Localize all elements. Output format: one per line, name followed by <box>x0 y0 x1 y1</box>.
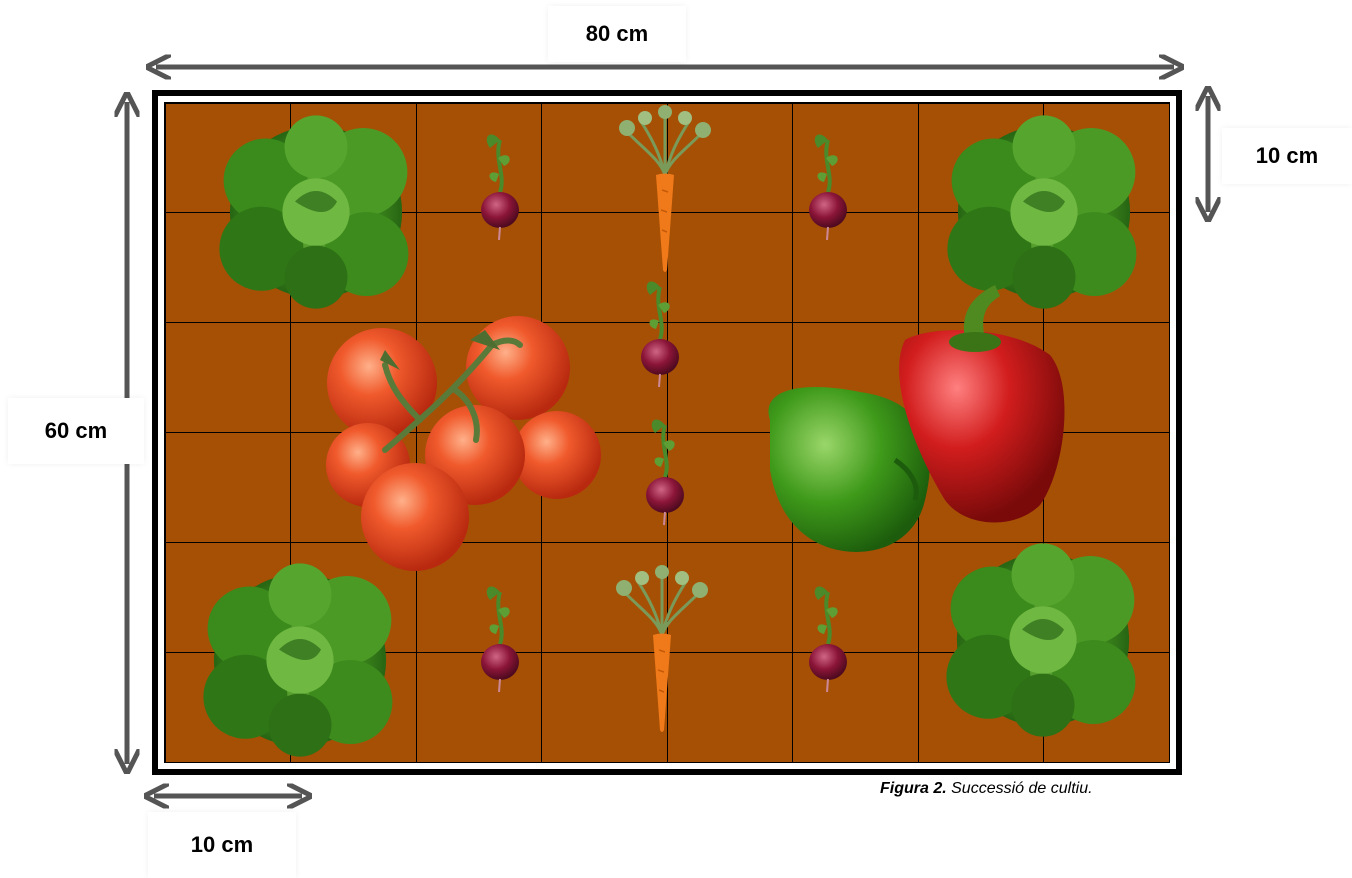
lettuce-bottom-left-icon <box>203 563 392 756</box>
radish-top-2-icon <box>809 135 847 240</box>
carrot-top-icon <box>619 105 711 272</box>
radish-middle-1-icon <box>641 282 679 387</box>
lettuce-bottom-right-icon <box>946 543 1135 736</box>
caption-prefix: Figura 2. <box>880 780 947 797</box>
caption-text: Successió de cultiu. <box>947 780 1093 797</box>
carrot-bottom-icon <box>616 565 708 732</box>
cell-height-dimension-label: 10 cm <box>1222 128 1352 184</box>
lettuce-top-left-icon <box>219 115 408 308</box>
radish-bottom-2-icon <box>809 587 847 692</box>
radish-bottom-1-icon <box>481 587 519 692</box>
width-dimension-label: 80 cm <box>548 6 686 62</box>
height-dimension-label: 60 cm <box>8 398 144 464</box>
radish-middle-2-icon <box>646 420 684 525</box>
pepper-pair-icon <box>768 285 1064 552</box>
tomato-cluster-icon <box>326 316 601 571</box>
lettuce-top-right-icon <box>947 115 1136 308</box>
cell-width-dimension-label: 10 cm <box>148 812 296 878</box>
radish-top-1-icon <box>481 135 519 240</box>
figure-caption: Figura 2. Successió de cultiu. <box>880 780 1200 798</box>
